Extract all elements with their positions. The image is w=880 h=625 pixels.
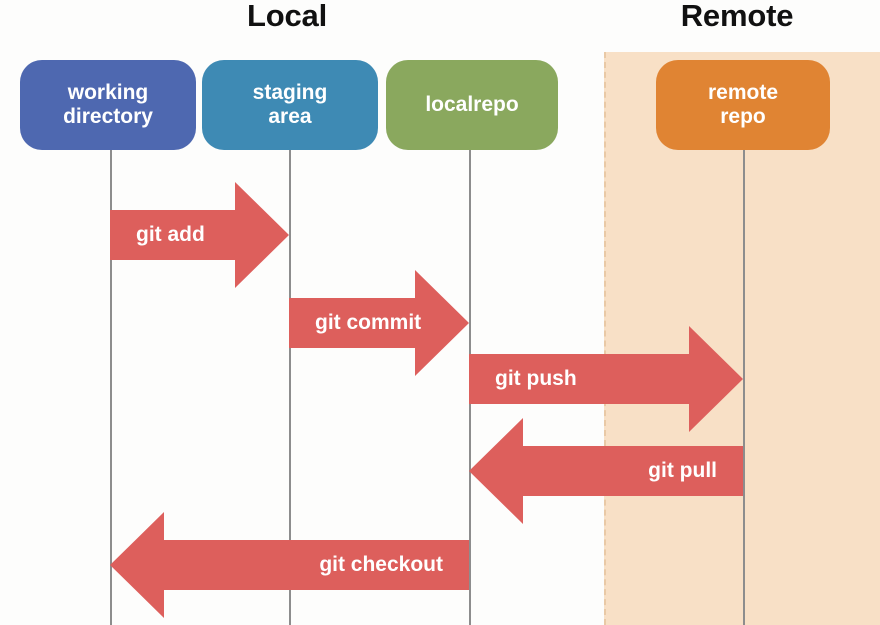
arrow-label-git-pull: git pull bbox=[648, 459, 717, 482]
zone-title-remote: Remote bbox=[680, 0, 794, 33]
lifeline-working-directory bbox=[110, 150, 112, 625]
node-staging-area[interactable]: staging area bbox=[202, 60, 378, 150]
node-localrepo[interactable]: localrepo bbox=[386, 60, 558, 150]
arrow-label-git-push: git push bbox=[495, 367, 577, 390]
arrow-label-git-commit: git commit bbox=[315, 311, 422, 334]
node-working-directory[interactable]: working directory bbox=[20, 60, 196, 150]
arrow-git-commit[interactable]: git commit bbox=[289, 270, 469, 376]
zone-title-local: Local bbox=[247, 0, 327, 33]
arrow-git-checkout[interactable]: git checkout bbox=[110, 512, 469, 618]
lifeline-staging-area bbox=[289, 150, 291, 625]
node-remote-repo[interactable]: remote repo bbox=[656, 60, 830, 150]
arrow-label-git-checkout: git checkout bbox=[319, 553, 443, 576]
arrow-git-add[interactable]: git add bbox=[110, 182, 289, 288]
arrow-git-push[interactable]: git push bbox=[469, 326, 743, 432]
arrow-label-git-add: git add bbox=[136, 223, 205, 246]
lifeline-remote-repo bbox=[743, 150, 745, 625]
arrow-git-pull[interactable]: git pull bbox=[469, 418, 743, 524]
